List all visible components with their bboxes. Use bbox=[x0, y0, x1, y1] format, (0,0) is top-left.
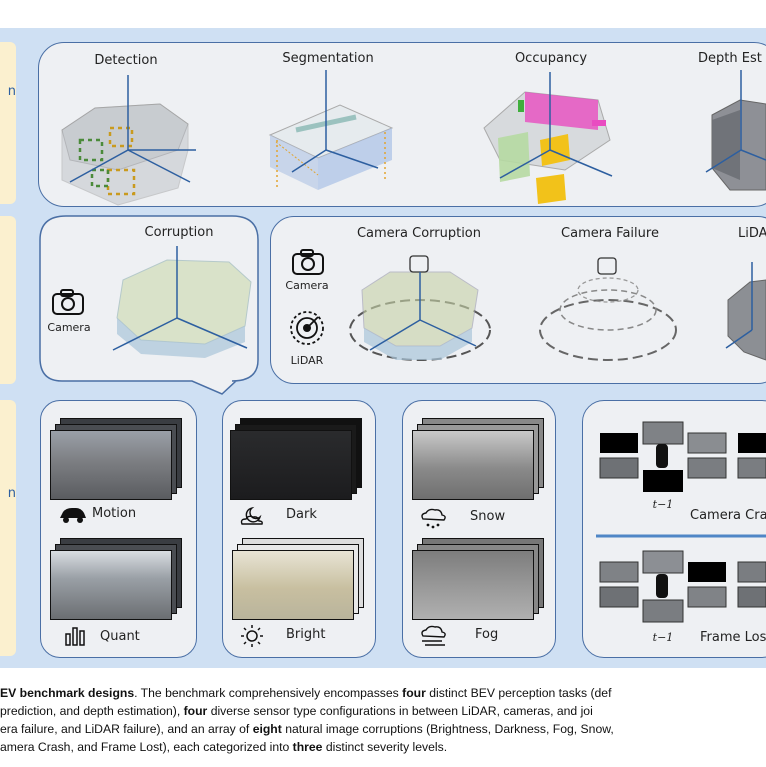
camera-corruption-label: Camera Corruption bbox=[356, 226, 482, 241]
task-row-tab-letter: n bbox=[7, 84, 16, 99]
snow-cloud-icon bbox=[421, 508, 446, 529]
caption-line-2: prediction, and depth estimation), four … bbox=[0, 704, 593, 718]
motion-image-stack bbox=[50, 418, 185, 500]
camera-sensor-label: Camera bbox=[285, 279, 329, 292]
snow-image-stack bbox=[412, 418, 547, 500]
sensor-config-panel bbox=[270, 216, 766, 384]
frame-lost-label: Frame Los bbox=[700, 630, 766, 645]
fog-image-stack bbox=[412, 538, 547, 620]
corruption-row-tab-letter: n bbox=[7, 486, 16, 501]
dark-label: Dark bbox=[286, 507, 317, 522]
temporal-panel bbox=[582, 400, 766, 658]
figure-caption: EV benchmark designs. The benchmark comp… bbox=[0, 684, 766, 756]
corruption-illustration bbox=[112, 246, 252, 358]
snow-label: Snow bbox=[470, 509, 506, 524]
fog-cloud-icon bbox=[421, 625, 446, 646]
dark-image-stack bbox=[230, 418, 365, 500]
caption-line-4: amera Crash, and Frame Lost), each categ… bbox=[0, 740, 448, 754]
corruption-title: Corruption bbox=[144, 225, 214, 240]
camera-failure-label: Camera Failure bbox=[561, 226, 659, 241]
corruption-row-tab: n bbox=[0, 400, 16, 656]
bright-label: Bright bbox=[286, 627, 326, 642]
detection-label: Detection bbox=[94, 53, 158, 68]
bright-image-stack bbox=[232, 538, 367, 620]
lidar-failure-label: LiDA bbox=[738, 226, 766, 241]
fog-label: Fog bbox=[475, 627, 499, 642]
moon-cloud-icon bbox=[240, 506, 263, 525]
segmentation-label: Segmentation bbox=[282, 51, 374, 66]
task-row-tab: n bbox=[0, 42, 16, 204]
camera-label-left: Camera bbox=[47, 321, 91, 334]
car-icon bbox=[60, 508, 86, 523]
time-label-crash: t−1 bbox=[652, 498, 674, 511]
sun-icon bbox=[241, 625, 263, 647]
motion-label: Motion bbox=[92, 506, 137, 521]
quant-image-stack bbox=[50, 538, 185, 620]
time-label-lost: t−1 bbox=[652, 631, 674, 644]
lidar-sensor-label: LiDAR bbox=[290, 354, 324, 367]
quant-label: Quant bbox=[100, 629, 140, 644]
camera-sensor-icon bbox=[292, 249, 324, 275]
caption-line-1: EV benchmark designs. The benchmark comp… bbox=[0, 686, 612, 700]
bar-chart-icon bbox=[65, 627, 85, 646]
depth-label: Depth Est bbox=[698, 51, 762, 66]
sensor-row-tab bbox=[0, 216, 16, 384]
camera-crash-label: Camera Cra bbox=[690, 508, 766, 523]
camera-icon bbox=[52, 289, 84, 315]
lidar-sensor-icon bbox=[290, 311, 324, 345]
caption-line-3: era failure, and LiDAR failure), and an … bbox=[0, 722, 614, 736]
occupancy-label: Occupancy bbox=[514, 51, 588, 66]
